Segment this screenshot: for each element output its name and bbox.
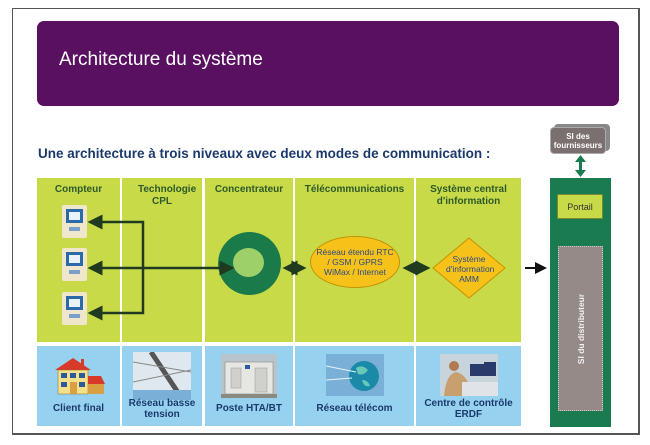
si-fournisseurs-label: SI des fournisseurs <box>550 127 606 154</box>
globe-photo <box>325 354 384 396</box>
poste-cell: Poste HTA/BT <box>205 346 293 426</box>
centre-controle-cell: Centre de contrôle ERDF <box>416 346 521 426</box>
power-line-photo <box>133 352 191 400</box>
wan-node: Réseau étendu RTC / GSM / GPRS WiMax / I… <box>310 236 400 288</box>
column-cpl: Technologie CPL <box>122 178 202 342</box>
cell-caption: Poste HTA/BT <box>216 403 282 414</box>
house-icon <box>54 358 105 395</box>
column-header: Technologie CPL <box>138 184 197 207</box>
meter-icon <box>62 292 87 325</box>
cell-caption: Client final <box>52 403 105 414</box>
si-fournisseurs-node: SI des fournisseurs <box>550 124 610 154</box>
portail-box: Portail <box>557 194 603 219</box>
substation-photo <box>221 354 277 398</box>
cell-caption: Réseau télécom <box>316 403 393 414</box>
amm-label: Système d'information AMM <box>446 254 495 284</box>
amm-diamond <box>432 237 506 299</box>
column-header: Concentrateur <box>214 184 284 195</box>
reseau-telecom-cell: Réseau télécom <box>295 346 414 426</box>
title-banner: Architecture du système <box>37 21 619 106</box>
cell-caption: Réseau basse tension <box>128 398 196 420</box>
concentrator-node <box>218 232 281 295</box>
column-header: Compteur <box>54 184 103 195</box>
client-final-cell: Client final <box>37 346 120 426</box>
si-distributeur-box: Portail SI du distributeur <box>550 178 611 427</box>
meter-icon <box>62 205 87 238</box>
cell-caption: Centre de contrôle ERDF <box>424 398 513 420</box>
control-room-photo <box>439 354 498 396</box>
subtitle: Une architecture à trois niveaux avec de… <box>38 146 491 161</box>
page-title: Architecture du système <box>59 49 263 70</box>
meter-icon <box>62 248 87 281</box>
reseau-bt-cell: Réseau basse tension <box>122 346 202 426</box>
wan-label: Réseau étendu RTC / GSM / GPRS WiMax / I… <box>316 247 394 277</box>
column-header: Télécommunications <box>304 184 405 195</box>
si-distributeur-inner: SI du distributeur <box>558 246 603 411</box>
column-header: Système central d'information <box>430 184 507 207</box>
si-distributeur-label: SI du distributeur <box>575 293 586 364</box>
